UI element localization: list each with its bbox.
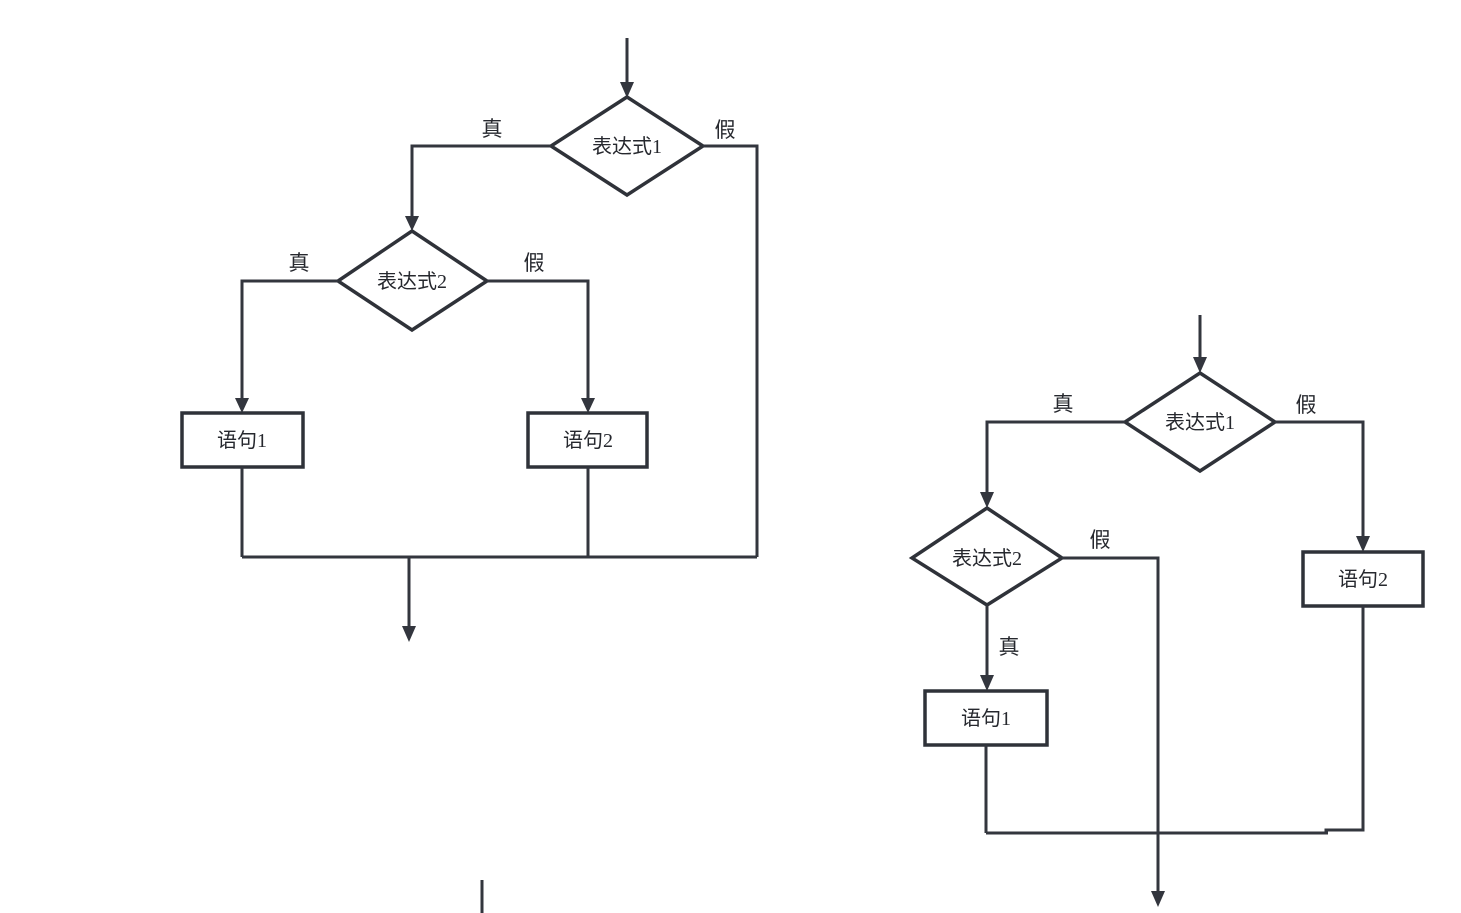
decision1-diamond [547,94,707,198]
decision1-diamond [1121,370,1279,474]
decision2-false-arrowhead-icon [581,398,595,413]
decision2-true-label: 真 [999,635,1020,659]
decision1-true-arrowhead-icon [405,216,419,231]
decision2-true-arrowhead-icon [235,398,249,413]
exit-arrowhead-icon [1151,891,1165,907]
statement2-box [526,411,649,469]
decision2-true-line [240,279,338,398]
statement2-label: 语句2 [1338,568,1388,591]
flowchart-left: 表达式1 真 假 表达式2 真 假 语句1 语句2 [180,38,759,642]
entry-arrowhead-icon [620,82,634,98]
entry-arrowhead-icon [1193,357,1207,373]
decision1-false-line [703,144,759,557]
decision2-false-label: 假 [524,251,545,275]
decision1-false-arrowhead-icon [1356,536,1370,552]
exit-arrowhead-icon [402,626,416,642]
decision2-false-line [1062,556,1160,891]
decision1-label: 表达式1 [592,135,662,158]
flowchart-right: 表达式1 真 假 表达式2 假 真 语句1 语句2 [908,315,1425,907]
decision1-label: 表达式1 [1165,411,1235,434]
statement2-label: 语句2 [563,429,613,452]
statement1-box [180,411,305,469]
statement2-box [1301,550,1425,608]
decision1-true-arrowhead-icon [980,492,994,508]
decision2-true-label: 真 [289,251,310,275]
statement2-down-line [1324,606,1365,833]
decision1-true-label: 真 [1053,392,1074,416]
statement1-label: 语句1 [961,707,1011,730]
statement1-label: 语句1 [217,429,267,452]
decision2-false-label: 假 [1090,528,1111,552]
decision1-false-label: 假 [715,118,736,142]
decision1-false-label: 假 [1296,393,1317,417]
decision1-true-line [985,420,1125,492]
decision2-false-line [487,279,590,398]
decision1-true-line [410,144,551,216]
decision2-label: 表达式2 [377,270,447,293]
decision2-diamond [334,228,491,333]
decision2-label: 表达式2 [952,547,1022,570]
decision1-false-line [1275,420,1365,536]
decision2-true-arrowhead-icon [980,675,994,691]
decision1-true-label: 真 [482,117,503,141]
